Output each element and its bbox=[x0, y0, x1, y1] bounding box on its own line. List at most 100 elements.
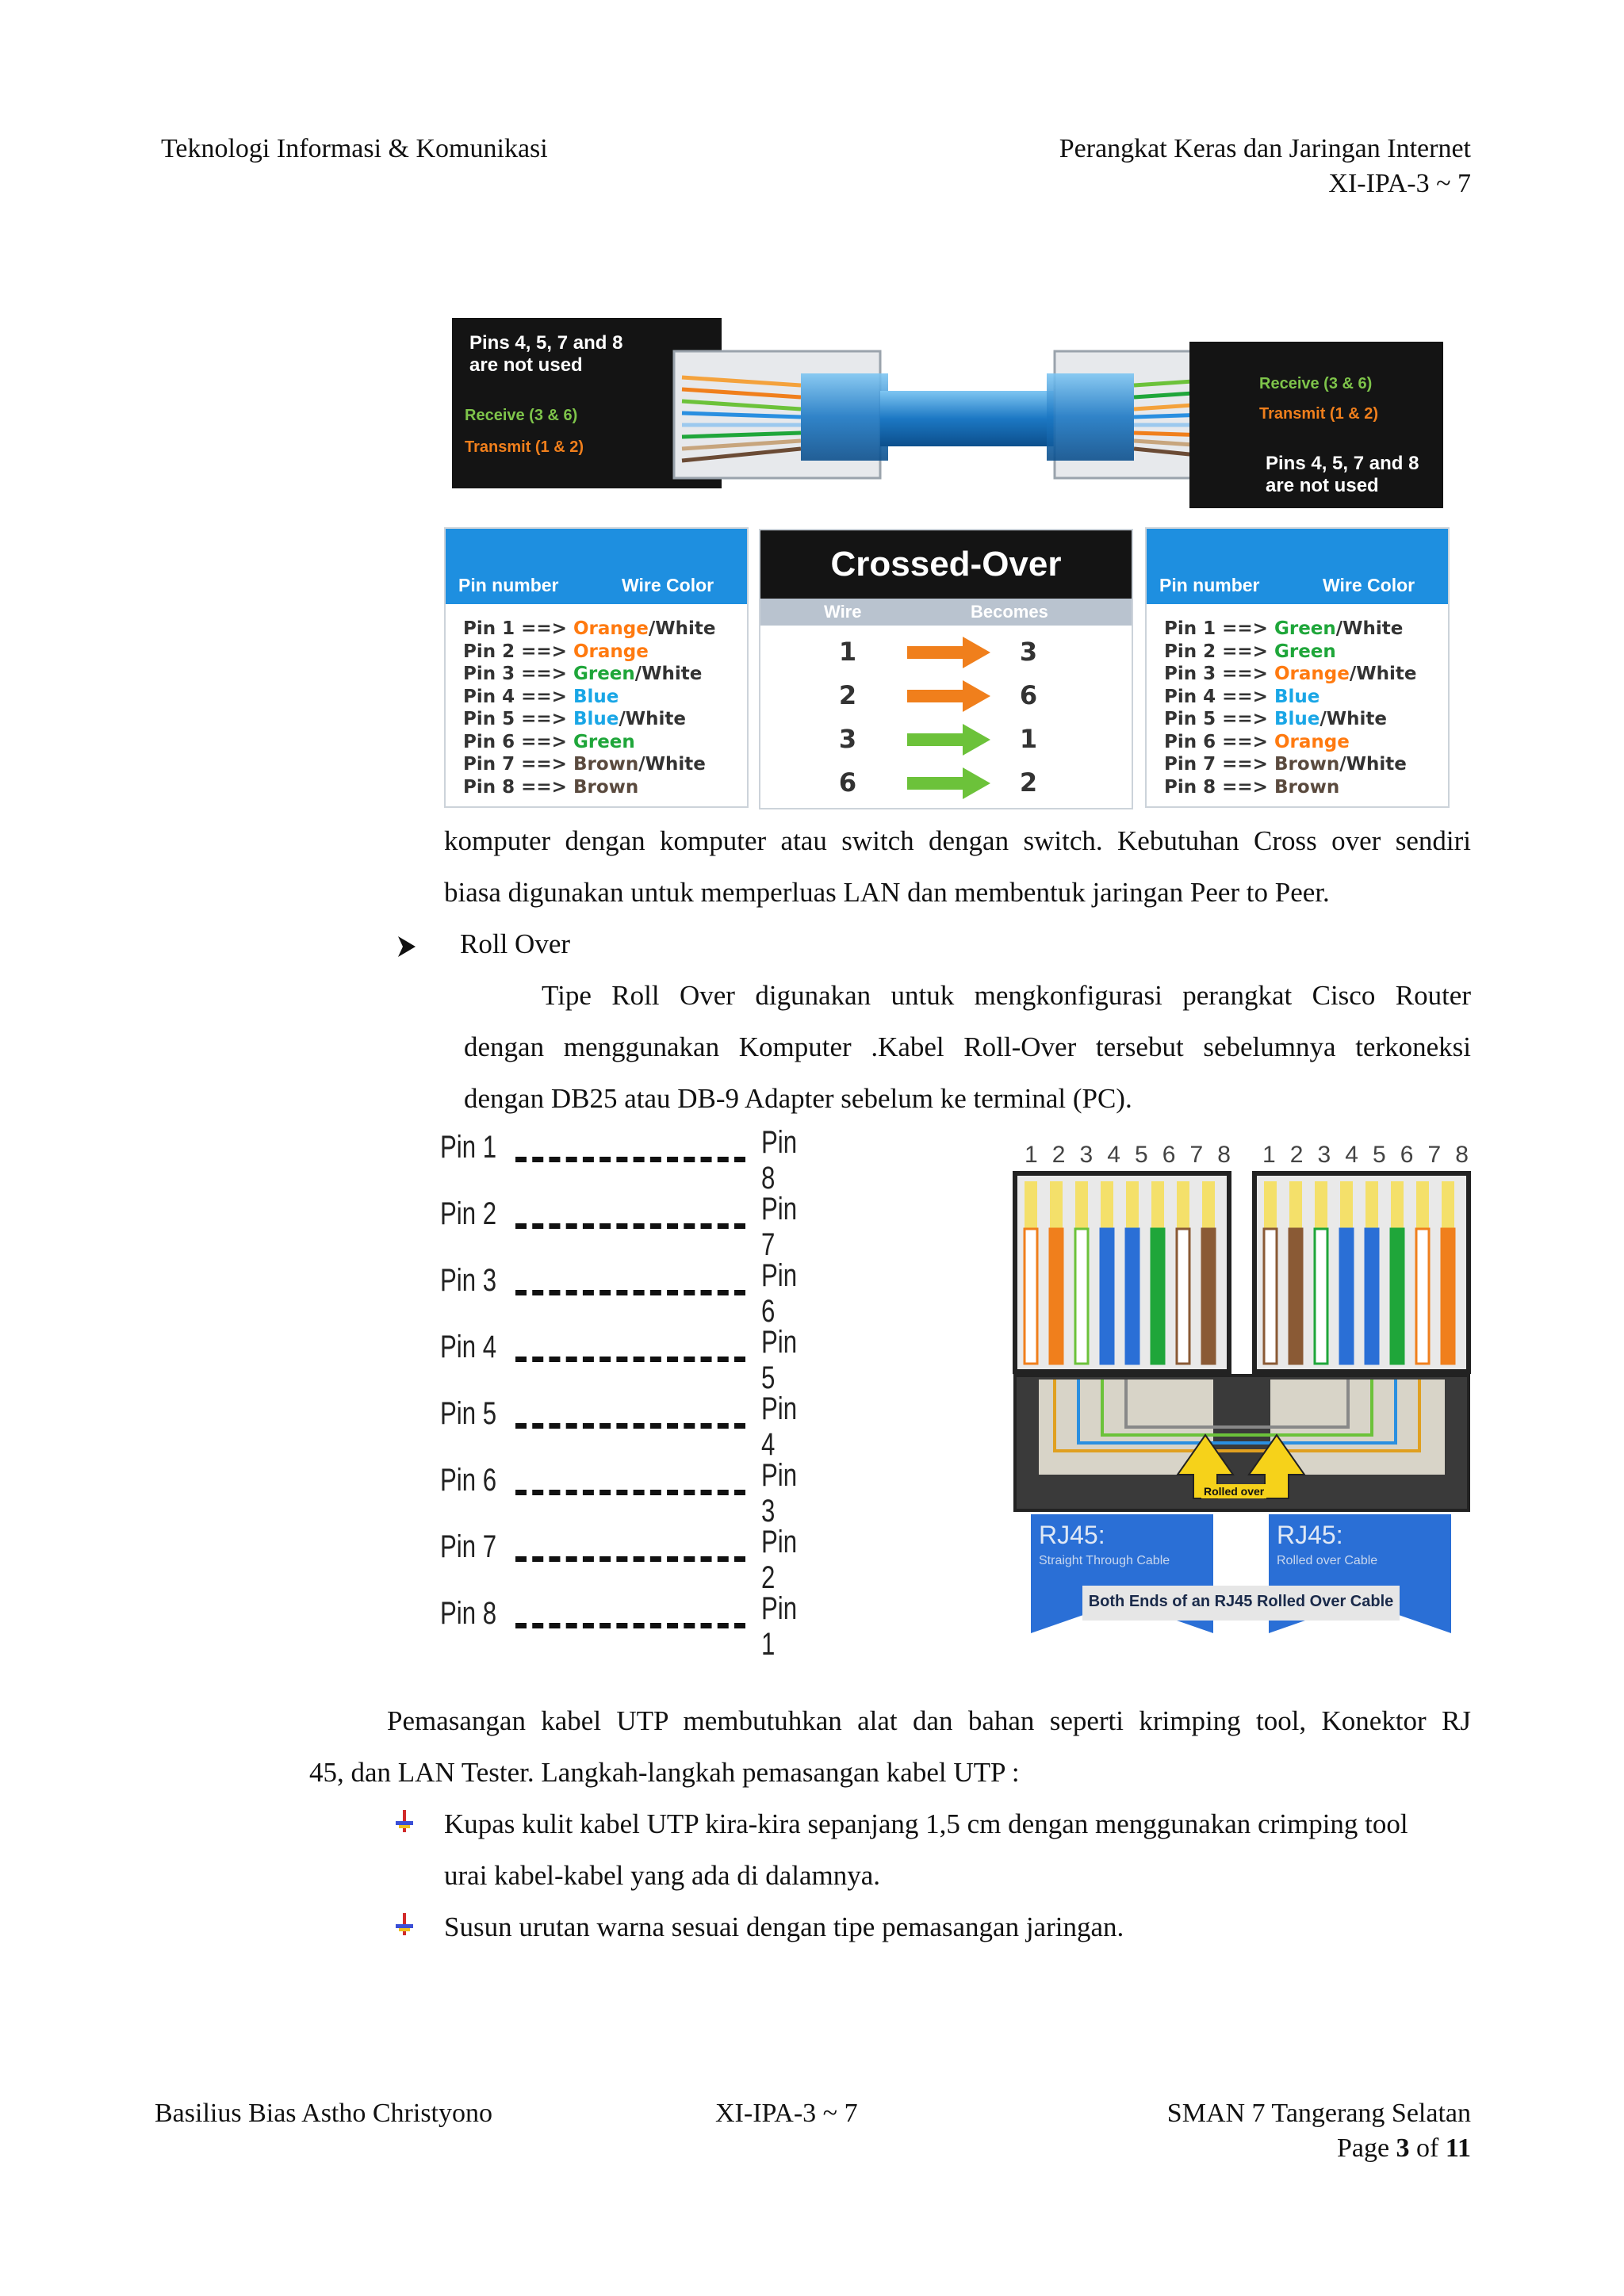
pin-label: Pin 1 ==> bbox=[463, 618, 573, 639]
left-pin-row: Pin 7 ==> Brown/White bbox=[463, 753, 715, 776]
crossed-over-from-wire: 3 bbox=[839, 724, 856, 754]
rj45-wire-contact bbox=[1315, 1181, 1327, 1229]
pin-label: Pin 5 ==> bbox=[463, 709, 573, 729]
rj45-wire bbox=[1313, 1227, 1329, 1365]
rj45-wire-contact bbox=[1177, 1181, 1189, 1229]
rj45-pin-number: 5 bbox=[1373, 1142, 1386, 1168]
left-pin-row: Pin 6 ==> Green bbox=[463, 731, 715, 754]
step-1-line1: Kupas kulit kabel UTP kira-kira sepanjan… bbox=[444, 1808, 1408, 1839]
wire-color: Orange bbox=[1274, 731, 1350, 752]
rj45-pin-number: 7 bbox=[1189, 1142, 1204, 1168]
rollover-left-pin: Pin 7 bbox=[440, 1529, 497, 1564]
rollover-dashed-line bbox=[515, 1157, 745, 1162]
wire-color: Orange bbox=[573, 618, 649, 639]
rj45-wire-contact bbox=[1025, 1181, 1037, 1229]
rj45-pin-number: 2 bbox=[1289, 1142, 1304, 1168]
wire-color-suffix: /White bbox=[638, 754, 706, 775]
header-right-class: XI-IPA-3 ~ 7 bbox=[1328, 169, 1471, 198]
rj45-wire bbox=[1288, 1227, 1304, 1365]
right-banner-title: RJ45: bbox=[1277, 1521, 1343, 1549]
rj45-pin-number: 6 bbox=[1162, 1142, 1176, 1168]
crossed-over-arrow bbox=[907, 767, 990, 799]
right-header-pin-number: Pin number bbox=[1159, 575, 1260, 595]
wire-color: Brown bbox=[1274, 776, 1340, 798]
left-note-line2: are not used bbox=[469, 354, 583, 376]
rollover-left-pin: Pin 2 bbox=[440, 1196, 497, 1231]
rj45-wire bbox=[1201, 1227, 1216, 1365]
left-pin-row: Pin 5 ==> Blue/White bbox=[463, 708, 715, 731]
left-banner-title: RJ45: bbox=[1039, 1521, 1105, 1549]
right-note-line2: are not used bbox=[1266, 475, 1379, 496]
rollover-left-pin: Pin 4 bbox=[440, 1330, 497, 1364]
rj45-wire-contact bbox=[1075, 1181, 1088, 1229]
rollover-right-pin: Pin 3 bbox=[761, 1458, 798, 1529]
wire-color: Blue bbox=[1274, 709, 1320, 729]
left-header-pin-number: Pin number bbox=[458, 575, 559, 595]
left-pin-row: Pin 8 ==> Brown bbox=[463, 776, 715, 799]
pin-label: Pin 2 ==> bbox=[463, 641, 573, 662]
rollover-left-pin: Pin 5 bbox=[440, 1396, 497, 1431]
wire-color: Brown bbox=[1274, 754, 1340, 775]
rollover-dashed-line bbox=[515, 1556, 745, 1562]
rj45-wire-contact bbox=[1289, 1181, 1302, 1229]
rollover-right-pin: Pin 2 bbox=[761, 1525, 798, 1595]
pin-label: Pin 4 ==> bbox=[463, 686, 573, 707]
rj45-wire-contact bbox=[1202, 1181, 1215, 1229]
rj45-wire bbox=[1150, 1227, 1166, 1365]
right-pin-row: Pin 6 ==> Orange bbox=[1164, 731, 1416, 754]
wire-color-suffix: /White bbox=[619, 709, 686, 729]
paragraph-crossover-line2: biasa digunakan untuk memperluas LAN dan… bbox=[444, 877, 1330, 908]
rollover-right-pin: Pin 4 bbox=[761, 1391, 798, 1462]
wire-color-suffix: /White bbox=[1320, 709, 1387, 729]
right-header-wire-color: Wire Color bbox=[1323, 575, 1415, 595]
rollover-left-pin: Pin 1 bbox=[440, 1130, 497, 1165]
rj45-wire-contact bbox=[1151, 1181, 1164, 1229]
wire-color-suffix: /White bbox=[1335, 618, 1404, 639]
left-banner-subtitle: Straight Through Cable bbox=[1039, 1554, 1170, 1567]
rj45-pin-number: 3 bbox=[1317, 1142, 1331, 1168]
crossover-cable-illustration: Pins 4, 5, 7 and 8 are not used Receive … bbox=[452, 318, 1443, 508]
rj45-wire-contact bbox=[1340, 1181, 1353, 1229]
rollover-right-pin: Pin 5 bbox=[761, 1325, 798, 1395]
rj45-pin-number: 6 bbox=[1400, 1142, 1414, 1168]
wire-color: Green bbox=[1274, 618, 1336, 639]
paragraph-utp-line1: Pemasangan kabel UTP membutuhkan alat da… bbox=[387, 1705, 1471, 1736]
left-receive-label: Receive (3 & 6) bbox=[465, 407, 578, 424]
rj45-wire bbox=[1175, 1227, 1191, 1365]
crossed-over-subheader: Wire Becomes bbox=[760, 599, 1132, 626]
pin-label: Pin 6 ==> bbox=[1164, 731, 1274, 752]
pin-bullet-icon bbox=[396, 1913, 413, 1935]
rj45-wire-contact bbox=[1101, 1181, 1113, 1229]
right-note-line1: Pins 4, 5, 7 and 8 bbox=[1266, 453, 1419, 474]
left-pin-row: Pin 3 ==> Green/White bbox=[463, 663, 715, 686]
crossed-over-to-wire: 2 bbox=[1020, 767, 1037, 798]
right-receive-label: Receive (3 & 6) bbox=[1259, 375, 1373, 392]
paragraph-rollover-line3: dengan DB25 atau DB-9 Adapter sebelum ke… bbox=[464, 1083, 1132, 1114]
rj45-pin-number: 5 bbox=[1135, 1142, 1148, 1168]
rollover-right-pin: Pin 1 bbox=[761, 1591, 798, 1662]
rollover-right-pin: Pin 8 bbox=[761, 1125, 798, 1196]
left-pin-row: Pin 2 ==> Orange bbox=[463, 641, 715, 664]
pin-label: Pin 2 ==> bbox=[1164, 641, 1274, 662]
pin-label: Pin 1 ==> bbox=[1164, 618, 1274, 639]
left-pin-table: Pin number Wire Color Pin 1 ==> Orange/W… bbox=[444, 527, 749, 808]
header-right-title: Perangkat Keras dan Jaringan Internet bbox=[1059, 134, 1471, 163]
paragraph-rollover-line2: dengan menggunakan Komputer .Kabel Roll-… bbox=[464, 1031, 1471, 1062]
rj45-pin-number: 7 bbox=[1427, 1142, 1442, 1168]
crossed-over-from-wire: 6 bbox=[839, 767, 856, 798]
rj45-pin-number: 1 bbox=[1262, 1142, 1276, 1168]
rj45-wire bbox=[1364, 1227, 1380, 1365]
rj45-pin-number: 8 bbox=[1455, 1142, 1469, 1168]
wire-color: Blue bbox=[573, 709, 619, 729]
wire-color-suffix: /White bbox=[1339, 754, 1407, 775]
rollover-dashed-line bbox=[515, 1357, 745, 1362]
right-pin-row: Pin 8 ==> Brown bbox=[1164, 776, 1416, 799]
right-transmit-label: Transmit (1 & 2) bbox=[1259, 405, 1379, 423]
step-1-bullet-icon bbox=[394, 1810, 415, 1838]
